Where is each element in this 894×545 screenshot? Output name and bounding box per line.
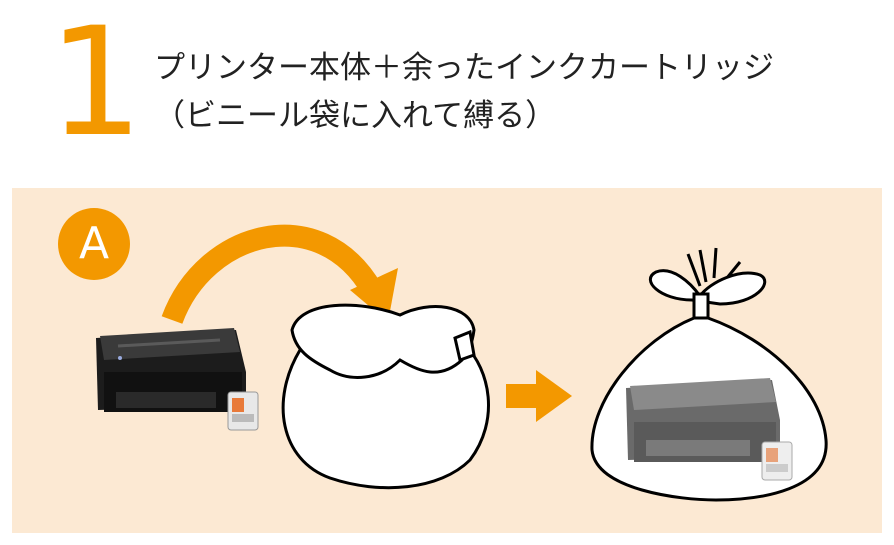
step-title: プリンター本体＋余ったインクカートリッジ （ビニール袋に入れて縛る） <box>154 44 774 140</box>
step-title-line-2: （ビニール袋に入れて縛る） <box>154 98 557 134</box>
printer-in-bag-icon <box>626 378 780 462</box>
step-number: 1 <box>48 0 143 170</box>
ink-cartridge-icon <box>227 391 259 431</box>
ink-cartridge-in-bag-icon <box>761 441 793 481</box>
curved-arrow-icon <box>161 224 398 325</box>
option-badge: A <box>58 208 130 280</box>
right-arrow-icon <box>506 370 572 422</box>
open-bag-icon <box>281 303 490 490</box>
printer-icon <box>96 328 246 412</box>
step-title-line-1: プリンター本体＋余ったインクカートリッジ <box>154 50 774 86</box>
